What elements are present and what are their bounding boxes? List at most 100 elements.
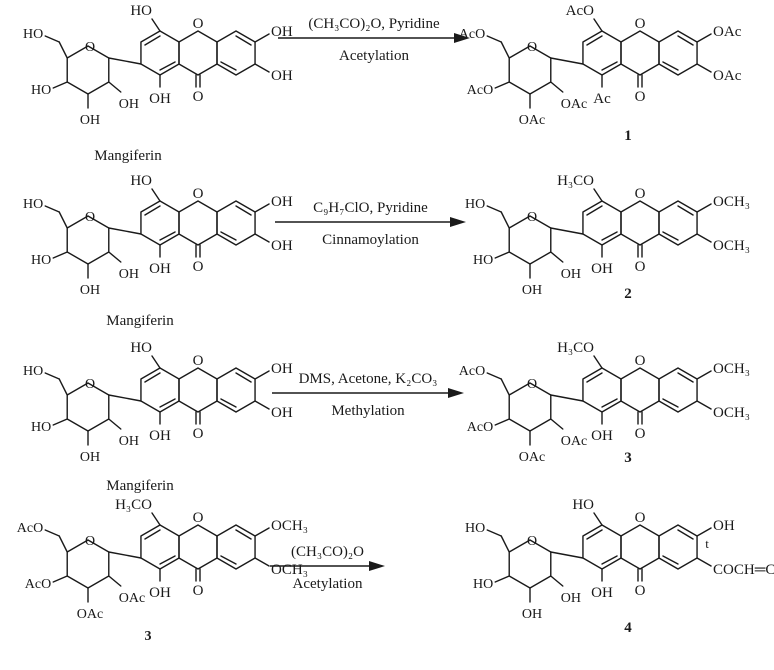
substituent-xb: OH [271,194,293,210]
glycosidic-bond [550,394,584,402]
carbonyl-oxygen-label: O [635,89,646,105]
glucose-ring-oxygen: O [527,534,537,549]
double-bond [144,205,161,216]
substituent-sb: HO [473,577,493,592]
double-bond [235,372,252,383]
xanthone-ring-c [658,524,698,570]
starting-material-number: 3 [145,629,152,644]
bond-line [696,557,712,567]
substituent-sd: OAc [561,97,587,112]
xanthone-ring-b [178,524,218,570]
stereo-descriptor: t [705,536,709,551]
ring-oxygen-label: O [635,16,646,32]
bond-line [486,205,502,213]
substituent-sc: OH [522,283,542,298]
arrowhead-icon [369,561,385,571]
ring-oxygen-label: O [193,353,204,369]
bond-line [44,205,60,213]
ring-oxygen-label: O [193,16,204,32]
bond-line [486,529,502,537]
xanthone-ring-c [658,200,698,246]
double-bond [662,555,679,565]
substituent-sd: OAc [119,591,145,606]
bond-line [696,370,712,380]
xanthone-ring-a [582,30,622,76]
substituent-sb: AcO [25,577,51,592]
bond-line [254,203,270,213]
bond-line [254,233,270,243]
double-bond [220,555,237,565]
bond-line [593,188,603,202]
bond-line [550,251,564,263]
bond-line [44,35,60,43]
carbonyl-oxygen-label: O [635,583,646,599]
substituent-sd: OH [119,97,139,112]
glycosidic-bond [108,394,142,402]
double-bond [159,555,176,565]
glycosidic-bond [550,227,584,235]
substituent-xd: OH [591,428,613,444]
substituent-sd: OH [561,591,581,606]
xanthone-ring-a [582,200,622,246]
substituent-xd: OH [591,261,613,277]
process-label: Acetylation [339,48,409,64]
substituent-xa: HO [572,497,594,513]
substituent-sb: HO [473,253,493,268]
xanthone-ring-b [178,200,218,246]
substituent-sa: AcO [459,364,485,379]
xanthone-ring-c [658,367,698,413]
glucose-ring-oxygen: O [85,377,95,392]
glucose-ring-oxygen: O [85,40,95,55]
arrowhead-icon [450,217,466,227]
xanthone-ring-c [216,30,256,76]
process-label: Acetylation [293,576,363,592]
substituent-sa: AcO [17,521,43,536]
substituent-sa: HO [23,197,43,212]
xanthone-ring-a [140,30,180,76]
substituent-sb: AcO [467,83,493,98]
substituent-xb: OCH₃ [271,518,308,534]
glucose-ring-oxygen: O [527,40,537,55]
double-bond [601,555,618,565]
bond-line [108,251,122,263]
substituent-xb: OAc [713,24,742,40]
bond-line [593,512,603,526]
glycosidic-bond [108,227,142,235]
substituent-xc: OCH₃ [713,405,750,421]
double-bond [586,205,603,216]
substituent-sa: HO [465,521,485,536]
xanthone-ring-b [620,524,660,570]
double-bond [159,231,176,241]
glucose-ring-oxygen: O [85,534,95,549]
double-bond [662,398,679,408]
bond-line [52,575,68,583]
substituent-xa: H₃CO [557,340,594,356]
xanthone-ring-b [620,200,660,246]
bond-line [486,372,502,380]
substituent-xd: Ac [593,91,611,107]
xanthone-ring-a [582,524,622,570]
bond-line [696,203,712,213]
xanthone-ring-b [620,367,660,413]
glycosidic-bond [108,57,142,65]
bond-line [108,575,122,587]
bond-line [696,33,712,43]
bond-line [151,355,161,369]
substituent-xc: OCH₃ [713,238,750,254]
xanthone-ring-a [140,524,180,570]
xanthone-ring-b [178,30,218,76]
glucose-ring-oxygen: O [85,210,95,225]
bond-line [500,41,510,59]
ring-oxygen-label: O [635,510,646,526]
reagent-label: (CH₃CO)₂O, Pyridine [308,16,440,32]
bond-line [108,418,122,430]
bond-line [696,400,712,410]
double-bond [159,61,176,71]
double-bond [144,529,161,540]
